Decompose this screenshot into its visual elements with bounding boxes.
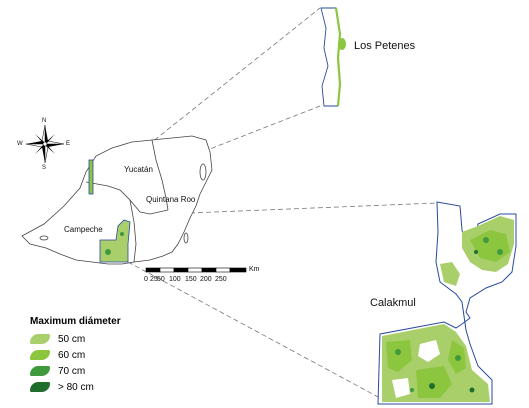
los-petenes-inset-patch [338, 38, 346, 50]
legend-swatch-icon [30, 350, 50, 360]
los-petenes-inset [320, 7, 346, 107]
vegetation-dot-70 [410, 388, 414, 392]
legend-title: Maximum diámeter [30, 316, 121, 327]
state-border-yucatan-campeche [85, 181, 141, 213]
vegetation-dot-80 [429, 383, 435, 389]
island-cozumel [199, 163, 207, 181]
scale-bar [145, 267, 247, 273]
vegetation-dot-70 [455, 355, 461, 361]
compass-north-label: N [42, 118, 47, 124]
island-small [183, 232, 189, 244]
calakmul-inset [377, 201, 517, 405]
scale-tick-label: 0 [144, 276, 148, 283]
zoom-line-calakmul-top [189, 202, 438, 214]
legend-item: 70 cm [30, 363, 121, 379]
vegetation-dot-70 [497, 249, 503, 255]
compass-west-label: W [17, 141, 23, 147]
calakmul-small-patch [105, 249, 111, 255]
los-petenes-outline-small [88, 159, 94, 195]
legend: Maximum diámeter 50 cm 60 cm 70 cm > 80 … [30, 316, 121, 395]
state-border-campeche-quintana-roo [129, 199, 137, 263]
area-label-calakmul: Calakmul [370, 297, 416, 309]
legend-item: 60 cm [30, 347, 121, 363]
legend-item-label: > 80 cm [58, 381, 94, 393]
compass-rose-icon [25, 124, 65, 164]
vegetation-dot-80 [469, 387, 475, 393]
vegetation-dot-80 [474, 250, 478, 254]
region-label-quintana-roo: Quintana Roo [146, 195, 196, 204]
compass-east-label: E [66, 141, 71, 147]
calakmul-small-patch [120, 232, 124, 236]
vegetation-dot-70 [483, 237, 489, 243]
calakmul-outline-small [99, 219, 131, 263]
legend-item-label: 50 cm [58, 333, 86, 345]
vegetation-dot-70 [395, 349, 401, 355]
region-label-campeche: Campeche [64, 225, 103, 234]
scale-tick-label: 200 [200, 276, 212, 283]
state-border-inner [139, 209, 169, 215]
peninsula-map [21, 135, 213, 265]
scale-tick-label: 50 [157, 276, 165, 283]
region-label-yucatan: Yucatán [124, 165, 153, 174]
island-carmen [39, 235, 49, 241]
legend-item: 50 cm [30, 331, 121, 347]
scale-tick-label: 25 [150, 276, 158, 283]
legend-swatch-icon [30, 382, 50, 392]
scale-tick-label: 150 [185, 276, 197, 283]
calakmul-vegetation-upper [440, 216, 514, 286]
scale-unit-label: Km [249, 266, 260, 273]
legend-swatch-icon [30, 366, 50, 376]
calakmul-vegetation-lower [382, 324, 490, 402]
legend-item-label: 70 cm [58, 365, 86, 377]
area-label-los-petenes: Los Petenes [354, 40, 416, 52]
compass-south-label: S [42, 165, 47, 171]
los-petenes-inset-vegetation [334, 7, 342, 107]
legend-item-label: 60 cm [58, 349, 86, 361]
legend-swatch-icon [30, 334, 50, 344]
scale-tick-label: 250 [215, 276, 227, 283]
state-border-yucatan-quintana-roo [151, 139, 169, 211]
legend-item: > 80 cm [30, 379, 121, 395]
peninsula-outline [21, 135, 213, 265]
zoom-line-calakmul-bottom [127, 261, 381, 399]
scale-tick-label: 100 [169, 276, 181, 283]
